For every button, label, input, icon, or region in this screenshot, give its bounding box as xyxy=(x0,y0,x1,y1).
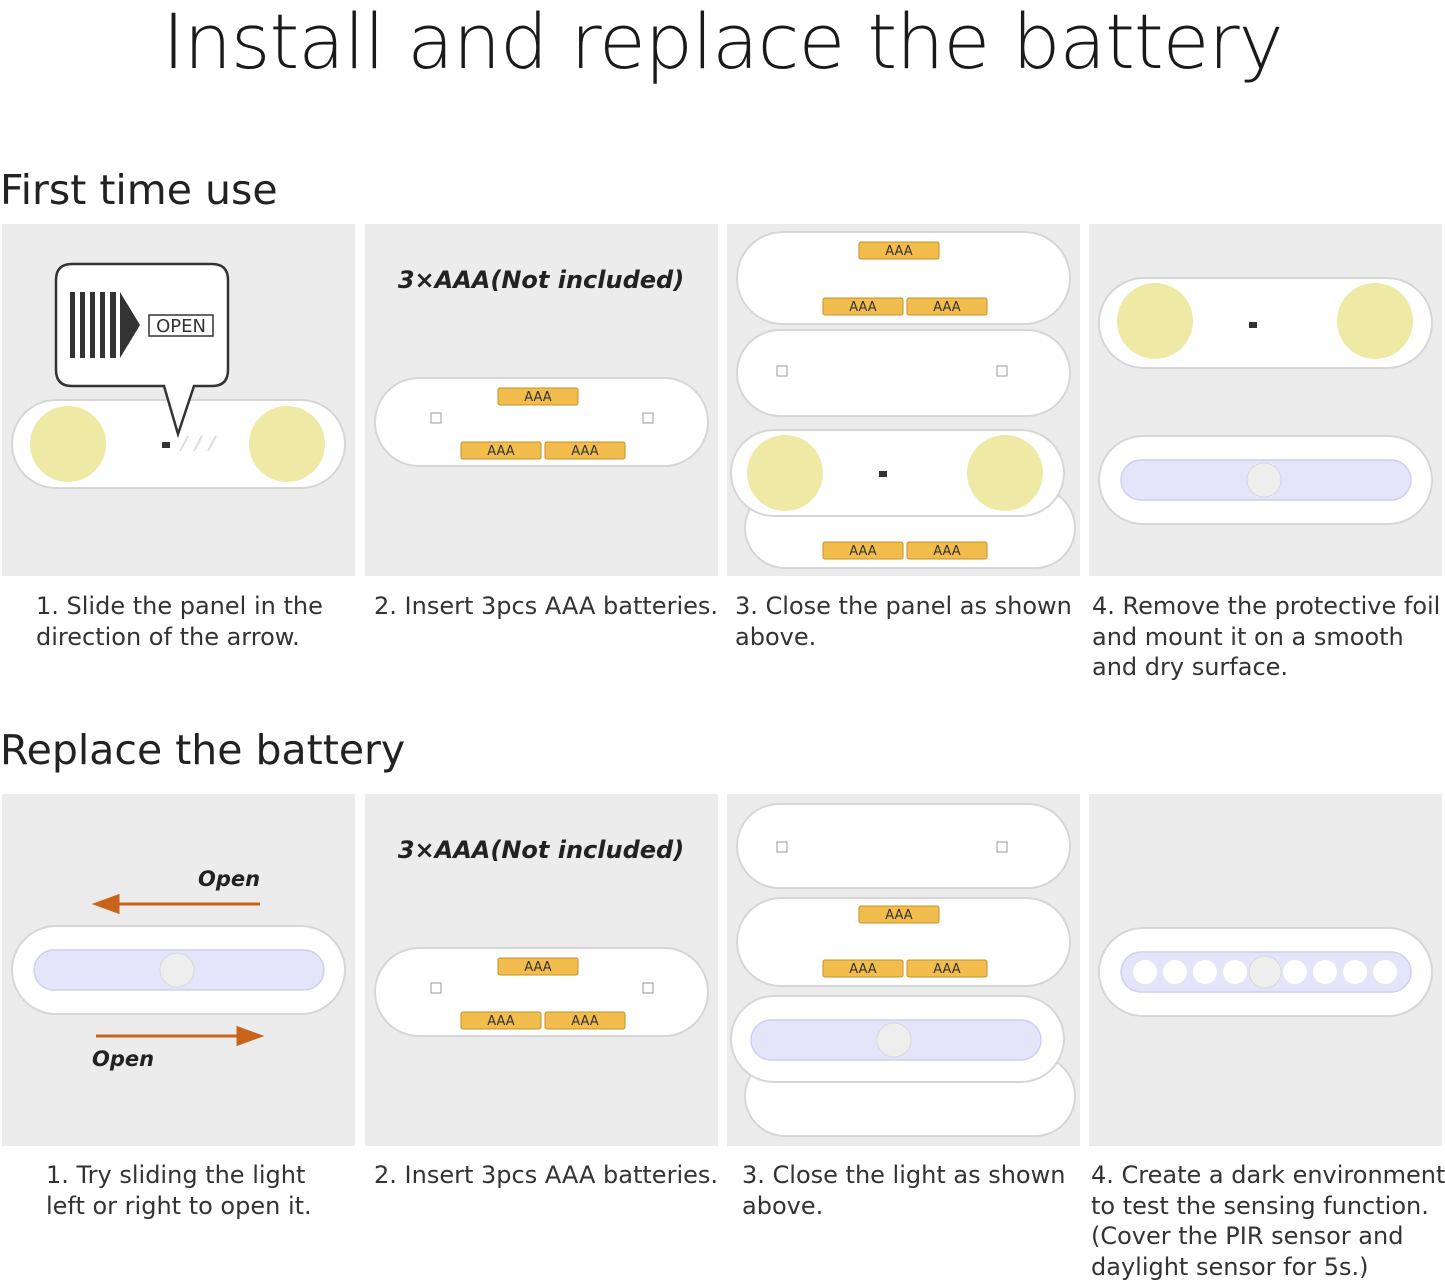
battery xyxy=(906,541,988,560)
step-image-close-panel: AAA AAA AAA AAA AAA xyxy=(727,224,1080,576)
led xyxy=(1223,960,1247,984)
caption-line: 2. Insert 3pcs AAA batteries. xyxy=(374,1161,719,1189)
caption-step-1: 1. Slide the panel in the direction of t… xyxy=(36,591,323,652)
battery xyxy=(822,541,904,560)
svg-text:Open: Open xyxy=(92,1047,154,1071)
battery xyxy=(858,241,940,260)
page-title: Install and replace the battery xyxy=(162,0,1283,86)
caption-replace-step-2: 2. Insert 3pcs AAA batteries. xyxy=(374,1160,718,1191)
battery xyxy=(858,905,940,924)
caption-line: 4. Remove the protective foil xyxy=(1092,592,1441,620)
battery xyxy=(497,957,579,976)
step-image-slide-light: Open Open xyxy=(2,794,355,1146)
section-heading-replace: Replace the battery xyxy=(0,726,406,774)
svg-text:AAA: AAA xyxy=(885,908,913,923)
callout-bubble xyxy=(54,262,230,439)
svg-text:AAA: AAA xyxy=(885,244,913,259)
battery xyxy=(460,1011,542,1030)
svg-text:AAA: AAA xyxy=(933,962,961,977)
led xyxy=(1313,960,1337,984)
svg-text:AAA: AAA xyxy=(524,960,552,975)
svg-text:AAA: AAA xyxy=(571,1014,599,1029)
step-image-close-light: AAA AAA AAA xyxy=(727,794,1080,1146)
led xyxy=(1163,960,1187,984)
svg-text:AAA: AAA xyxy=(849,300,877,315)
svg-text:AAA: AAA xyxy=(487,1014,515,1029)
svg-text:OPEN: OPEN xyxy=(156,316,206,337)
caption-line: 4. Create a dark environment xyxy=(1091,1161,1445,1189)
caption-step-2: 2. Insert 3pcs AAA batteries. xyxy=(374,591,718,622)
battery xyxy=(822,297,904,316)
caption-line: and mount it on a smooth xyxy=(1092,622,1404,651)
svg-text:3×AAA(Not included): 3×AAA(Not included) xyxy=(398,836,684,864)
battery xyxy=(497,387,579,406)
caption-line: 3. Close the light as shown xyxy=(742,1161,1066,1189)
svg-text:AAA: AAA xyxy=(487,444,515,459)
battery xyxy=(460,441,542,460)
foil-right xyxy=(1337,283,1413,359)
svg-text:AAA: AAA xyxy=(933,544,961,559)
caption-line: 2. Insert 3pcs AAA batteries. xyxy=(374,592,719,620)
battery xyxy=(544,441,626,460)
adhesive-pad-right xyxy=(967,435,1043,511)
led xyxy=(1343,960,1367,984)
step-image-insert-batteries: 3×AAA(Not included) AAA AAA AAA xyxy=(365,224,718,576)
section-heading-first-use: First time use xyxy=(0,166,278,214)
step-image-slide-panel: OPEN xyxy=(2,224,355,576)
arrow-left-icon xyxy=(91,893,260,915)
pir-sensor xyxy=(1248,955,1282,989)
svg-text:AAA: AAA xyxy=(849,962,877,977)
led xyxy=(1283,960,1307,984)
adhesive-pad-left xyxy=(747,435,823,511)
step-image-remove-foil xyxy=(1089,224,1442,576)
caption-line: 1. Try sliding the light xyxy=(46,1161,306,1189)
caption-line: and dry surface. xyxy=(1092,653,1289,681)
step-image-test-sensor xyxy=(1089,794,1442,1146)
adhesive-pad-left xyxy=(30,406,106,482)
battery xyxy=(906,959,988,978)
svg-text:3×AAA(Not included): 3×AAA(Not included) xyxy=(398,266,684,294)
caption-replace-step-4: 4. Create a dark environment to test the… xyxy=(1091,1160,1445,1282)
foil-left xyxy=(1117,283,1193,359)
led xyxy=(1373,960,1397,984)
pir-sensor xyxy=(876,1022,912,1058)
caption-line: above. xyxy=(742,1191,824,1220)
caption-line: daylight sensor for 5s.) xyxy=(1091,1252,1369,1281)
svg-text:Open: Open xyxy=(198,867,260,891)
caption-line: (Cover the PIR sensor and xyxy=(1091,1222,1404,1250)
sensor-dot xyxy=(162,442,170,448)
step-image-insert-batteries-2: 3×AAA(Not included) AAA AAA AAA xyxy=(365,794,718,1146)
led xyxy=(1133,960,1157,984)
battery xyxy=(822,959,904,978)
svg-text:AAA: AAA xyxy=(571,444,599,459)
sensor-dot xyxy=(879,471,887,477)
pir-sensor xyxy=(159,952,195,988)
sensor-dot xyxy=(1249,322,1257,328)
caption-step-4: 4. Remove the protective foil and mount … xyxy=(1092,591,1440,683)
caption-line: 1. Slide the panel in the xyxy=(36,592,323,620)
battery xyxy=(906,297,988,316)
caption-replace-step-3: 3. Close the light as shown above. xyxy=(742,1160,1065,1221)
svg-text:AAA: AAA xyxy=(849,544,877,559)
caption-replace-step-1: 1. Try sliding the light left or right t… xyxy=(46,1160,312,1221)
caption-step-3: 3. Close the panel as shown above. xyxy=(735,591,1072,652)
caption-line: left or right to open it. xyxy=(46,1191,312,1220)
caption-line: 3. Close the panel as shown xyxy=(735,592,1072,620)
pir-sensor xyxy=(1246,462,1282,498)
arrow-right-icon xyxy=(96,1025,265,1047)
caption-line: to test the sensing function. xyxy=(1091,1191,1429,1220)
svg-text:AAA: AAA xyxy=(933,300,961,315)
led xyxy=(1193,960,1217,984)
caption-line: above. xyxy=(735,622,817,651)
adhesive-pad-right xyxy=(249,406,325,482)
caption-line: direction of the arrow. xyxy=(36,622,300,651)
slide-arrow-icon xyxy=(70,292,140,358)
svg-text:AAA: AAA xyxy=(524,390,552,405)
battery xyxy=(544,1011,626,1030)
open-tag xyxy=(148,314,214,337)
